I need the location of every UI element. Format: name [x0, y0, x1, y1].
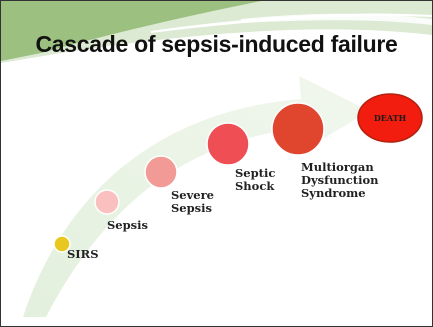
stage-label-sirs: SIRS	[67, 248, 99, 261]
stage-circle-sepsis	[95, 190, 119, 214]
stage-label-severe-sepsis: Severe Sepsis	[171, 189, 214, 215]
stage-circle-multiorgan	[272, 103, 324, 155]
stage-label-sepsis: Sepsis	[107, 219, 148, 232]
slide-title: Cascade of sepsis-induced failure	[1, 31, 432, 58]
stage-circle-septic-shock	[207, 123, 249, 165]
stage-label-septic-shock: Septic Shock	[235, 167, 275, 193]
stage-circle-severe-sepsis	[145, 156, 177, 188]
death-label: DEATH	[358, 113, 422, 123]
stage-label-multiorgan: Multiorgan Dysfunction Syndrome	[301, 161, 379, 200]
